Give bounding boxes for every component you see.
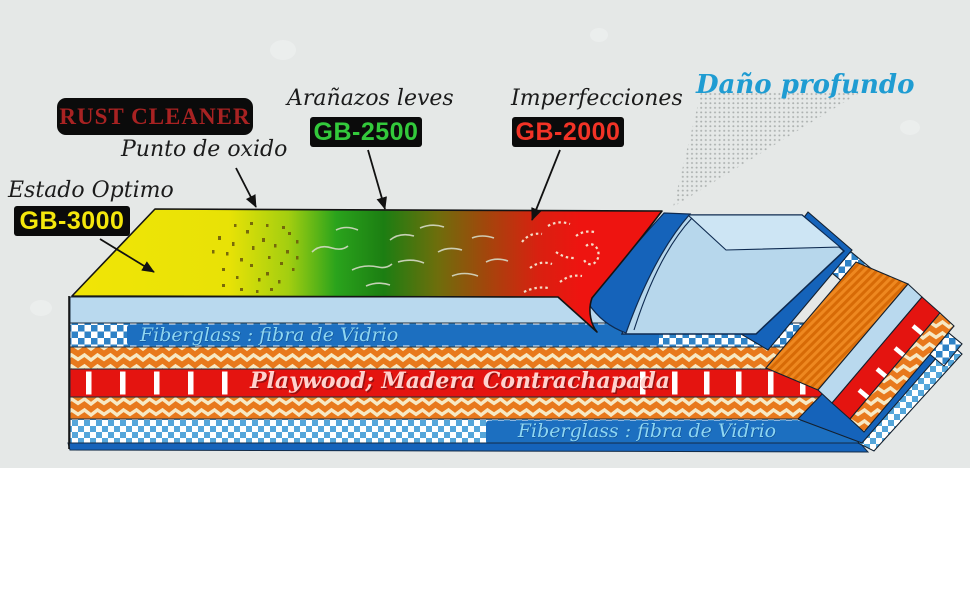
arrow-gb2000	[531, 149, 561, 221]
punto-de-oxido-label: Punto de oxido	[121, 137, 288, 162]
estado-optimo-label: Estado Optimo	[8, 178, 174, 203]
rust-speckles	[212, 222, 299, 293]
rust-cleaner-plate: RUST CLEANER	[57, 98, 253, 135]
core-layer-upper	[69, 346, 811, 370]
arrow-punto-de-oxido	[235, 167, 257, 208]
step-core-strip	[849, 312, 955, 433]
gb-3000-code: GB-3000	[19, 206, 125, 235]
fiberglass-top-label: Fiberglass : fibra de Vidrio	[140, 324, 399, 346]
aranazos-leves-label: Arañazos leves	[287, 86, 454, 111]
paper-spot	[30, 300, 52, 316]
deep-damage-cone	[673, 92, 861, 207]
gb-3000-plate: GB-3000	[14, 206, 130, 236]
fiberglass-bottom-label: Fiberglass : fibra de Vidrio	[517, 420, 777, 442]
scratches	[311, 224, 509, 287]
illustration-canvas: RUST CLEANER Punto de oxido Estado Optim…	[0, 0, 970, 468]
gb-2000-code: GB-2000	[515, 117, 621, 146]
plywood-layer	[69, 368, 846, 398]
damage-gradient-surface	[71, 208, 663, 333]
gb-2500-code: GB-2500	[313, 117, 419, 146]
annotation-arrows	[99, 149, 561, 273]
rust-cleaner-label: RUST CLEANER	[59, 103, 251, 129]
board-diagram-svg	[67, 92, 963, 453]
board-bottom-edge	[67, 442, 870, 453]
arrow-gb3000	[99, 238, 155, 273]
imperfection-marks	[521, 221, 600, 293]
core-layer-lower	[69, 396, 861, 420]
fiberglass-bottom-plate	[486, 420, 859, 444]
paper-spot	[900, 120, 920, 135]
arrow-gb2500	[367, 149, 387, 210]
gb-2000-plate: GB-2000	[512, 117, 624, 147]
paper-spot	[270, 40, 296, 60]
sanded-slab	[620, 214, 846, 335]
plywood-label: Playwood; Madera Contrachapada	[250, 368, 670, 394]
dano-profundo-label: Daño profundo	[696, 70, 915, 100]
gb-2500-plate: GB-2500	[310, 117, 422, 147]
paper-spot	[590, 28, 608, 42]
fiberglass-top-plate	[127, 324, 659, 346]
imperfecciones-label: Imperfecciones	[511, 86, 683, 111]
